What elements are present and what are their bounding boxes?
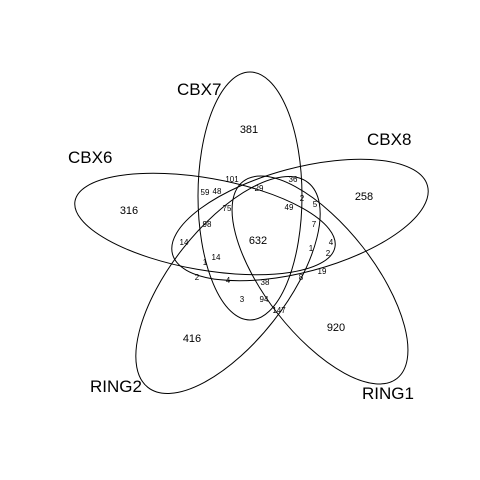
cbx8-only-count: 258: [355, 191, 373, 203]
overlap-count: 38: [261, 278, 270, 287]
ring2-label: RING2: [90, 377, 142, 396]
overlap-count: 101: [225, 175, 239, 184]
overlap-count: 36: [289, 175, 298, 184]
overlap-count: 75: [223, 204, 232, 213]
overlap-count: 4: [329, 238, 334, 247]
overlap-count: 2: [195, 273, 200, 282]
overlap-count: 2: [326, 249, 331, 258]
overlap-count: 19: [318, 267, 327, 276]
overlap-count: 94: [260, 295, 269, 304]
overlap-count: 14: [180, 238, 189, 247]
overlap-count: 7: [312, 220, 317, 229]
overlap-count: 1: [309, 244, 314, 253]
overlap-count: 147: [272, 306, 286, 315]
cbx7-only-count: 381: [240, 124, 258, 136]
overlap-count: 5: [313, 200, 318, 209]
ring2-ellipse: [135, 176, 321, 394]
overlap-count: 29: [255, 184, 264, 193]
ring2-only-count: 416: [183, 333, 201, 345]
cbx7-ellipse: [197, 71, 303, 321]
overlap-count: 59: [201, 188, 210, 197]
cbx6-only-count: 316: [120, 205, 138, 217]
ring1-label: RING1: [362, 384, 414, 403]
cbx8-label: CBX8: [367, 130, 411, 149]
cbx6-ellipse: [74, 172, 336, 276]
overlap-count: 3: [240, 295, 245, 304]
overlap-count: 8: [299, 273, 304, 282]
cbx8-ellipse: [171, 158, 429, 282]
overlap-count: 1: [203, 258, 208, 267]
all-five-count: 632: [249, 235, 267, 247]
overlap-count: 49: [285, 203, 294, 212]
ring1-ellipse: [231, 175, 409, 385]
cbx7-label: CBX7: [177, 80, 221, 99]
overlap-count: 2: [300, 194, 305, 203]
overlap-count: 98: [203, 220, 212, 229]
overlap-count: 4: [226, 276, 231, 285]
overlap-count: 14: [212, 253, 221, 262]
overlap-count: 48: [213, 187, 222, 196]
cbx6-label: CBX6: [68, 148, 112, 167]
ring1-only-count: 920: [327, 322, 345, 334]
